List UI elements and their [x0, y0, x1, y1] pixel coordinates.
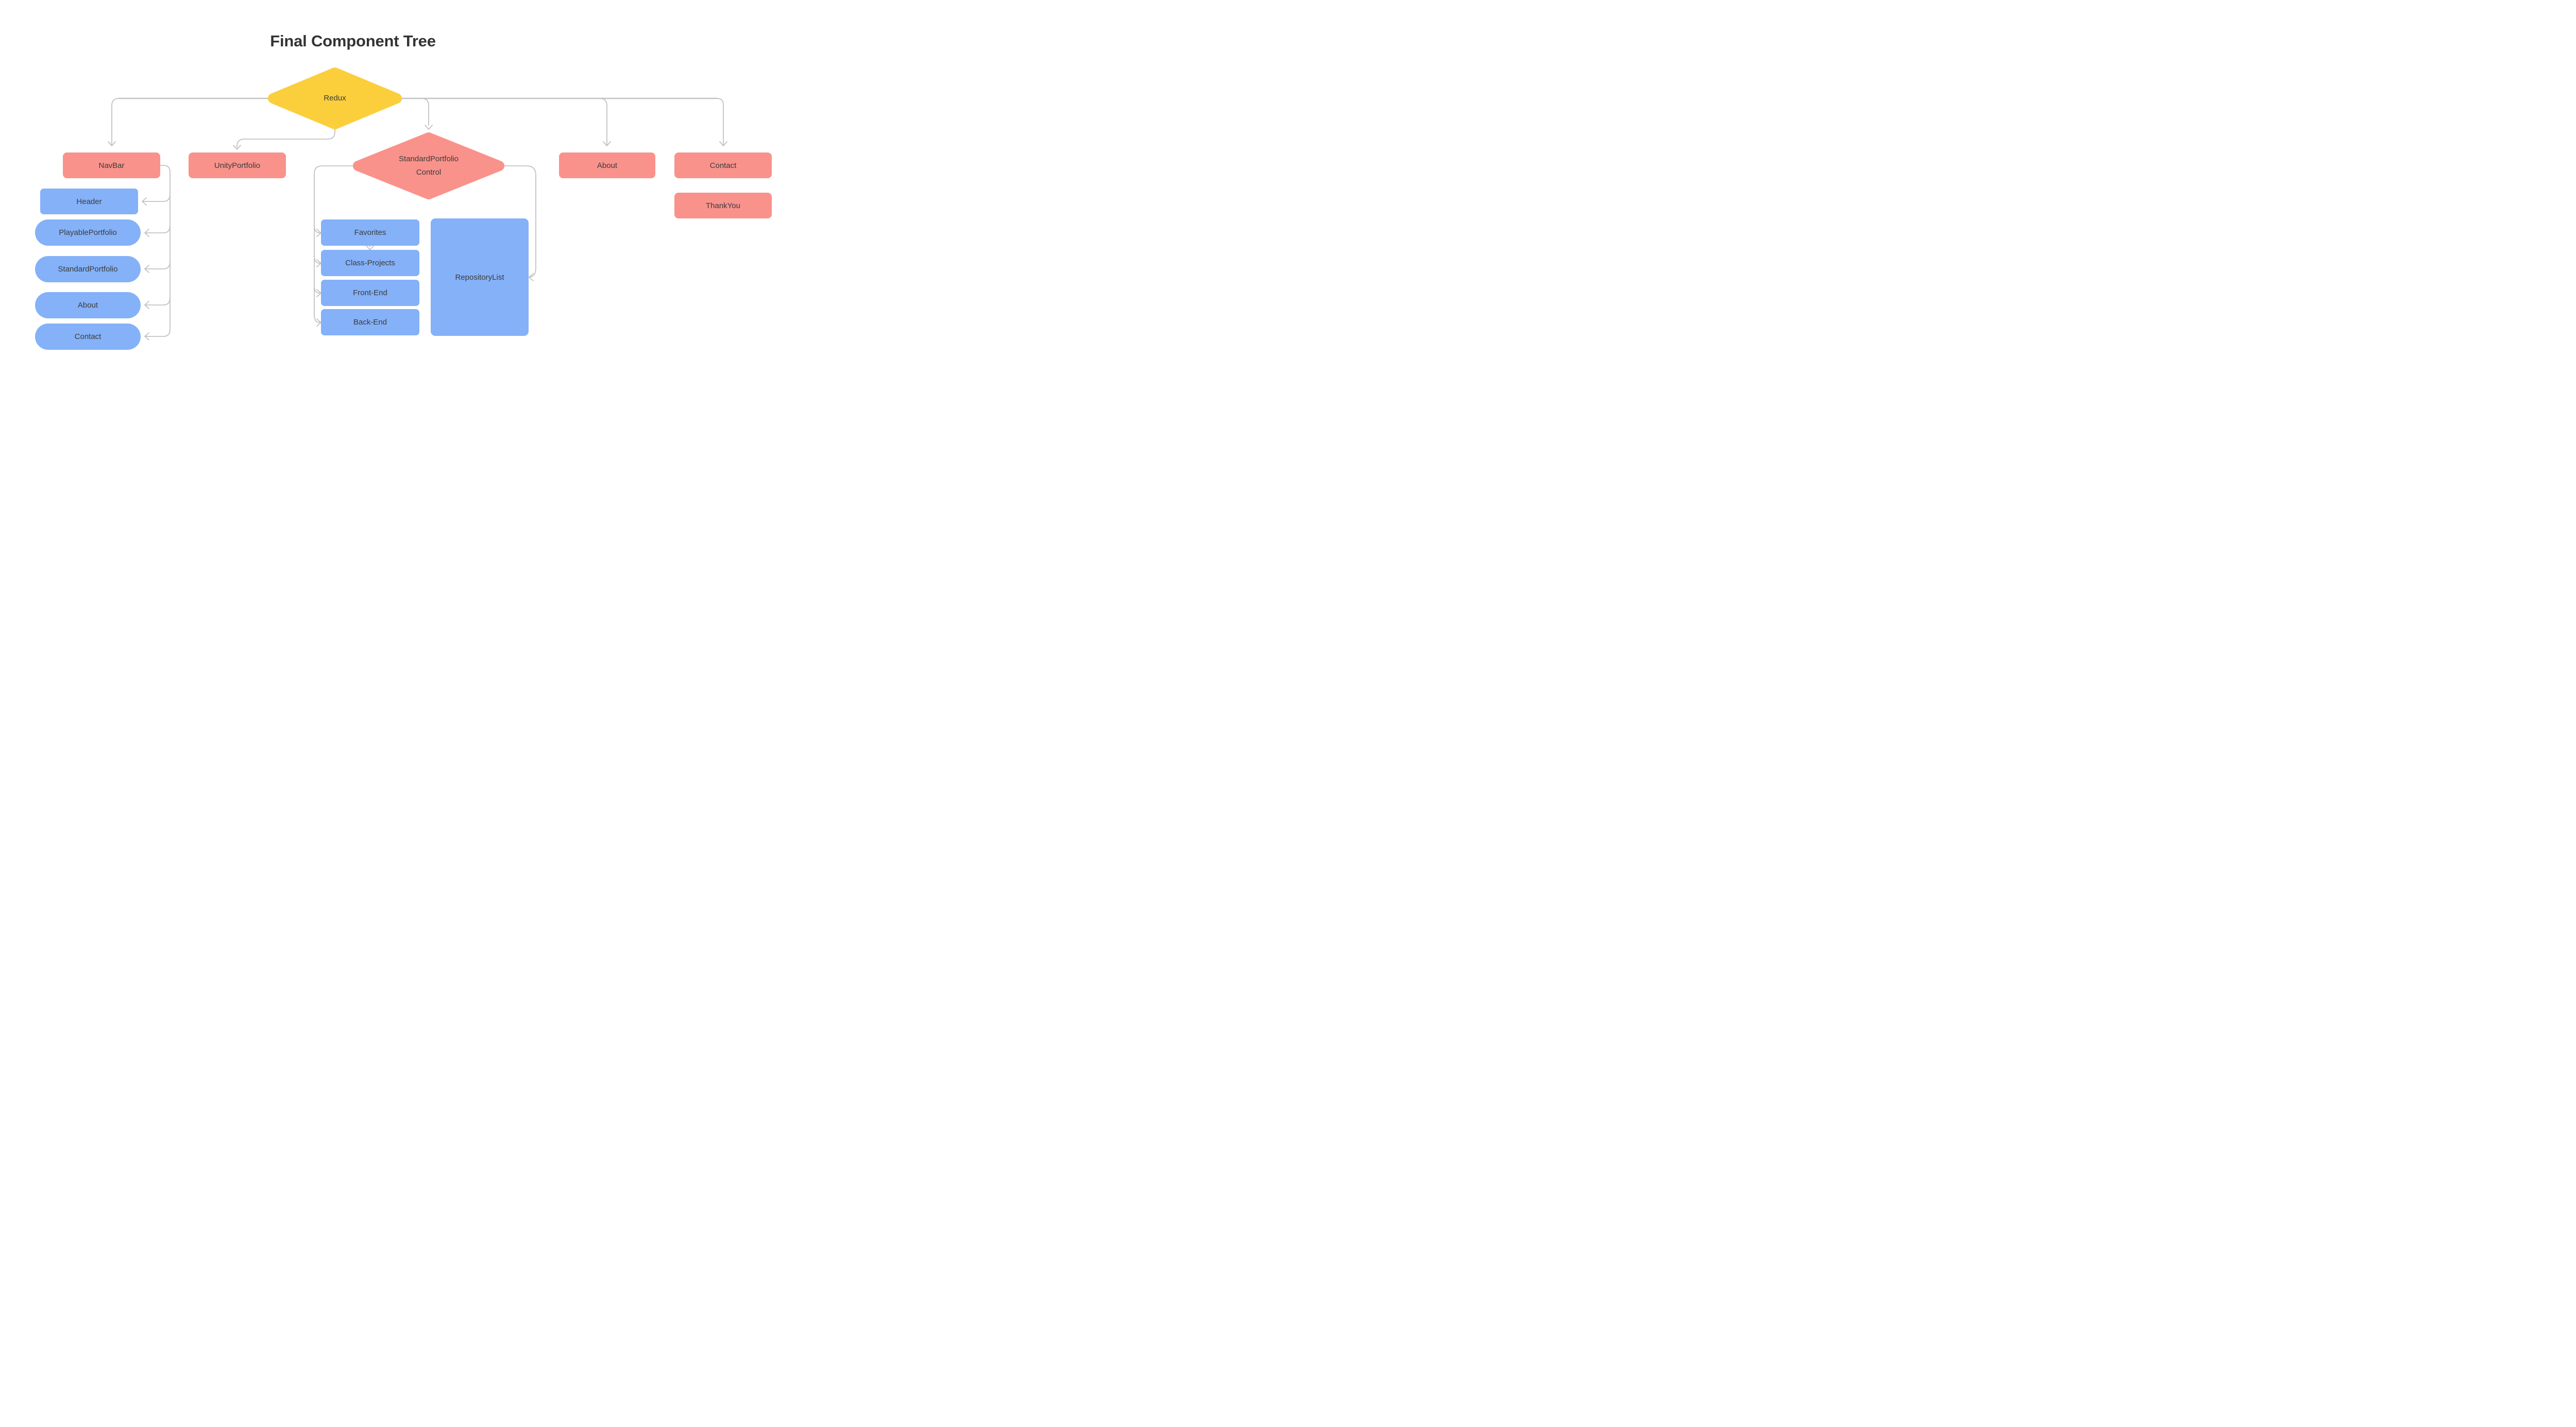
- connector-redux-to-contact: [717, 98, 727, 146]
- arrowhead-left-icon: [144, 229, 149, 237]
- connector-spc-to-backend: [314, 315, 321, 327]
- node-playableportfolio[interactable]: PlayablePortfolio: [35, 219, 141, 246]
- arrowhead-down-icon: [719, 141, 727, 146]
- connector-redux-to-unityportfolio: [233, 129, 335, 150]
- connector-navbar-to-header: [142, 194, 171, 206]
- arrowhead-left-icon: [144, 332, 149, 341]
- node-standardportfolio[interactable]: StandardPortfolio: [35, 256, 141, 282]
- diamond-shape: [353, 132, 504, 199]
- node-contact-nav[interactable]: Contact: [35, 324, 141, 350]
- node-class-projects[interactable]: Class-Projects: [321, 250, 419, 276]
- node-unityportfolio[interactable]: UnityPortfolio: [189, 152, 286, 178]
- connector-redux-to-navbar: [108, 97, 269, 146]
- arrowhead-left-icon: [144, 301, 149, 309]
- node-label: NavBar: [98, 161, 125, 170]
- connector-spc-to-favorites: [314, 225, 321, 237]
- node-redux[interactable]: Redux: [268, 67, 402, 129]
- arrowhead-down-icon: [425, 125, 433, 130]
- node-label: About: [77, 301, 98, 310]
- connector-redux-to-about: [599, 98, 611, 146]
- node-repositorylist[interactable]: RepositoryList: [431, 218, 529, 336]
- connector-navbar-to-standardportfolio: [144, 261, 171, 273]
- node-contact-page[interactable]: Contact: [674, 152, 772, 178]
- connector-spc-to-classprojects: [314, 256, 321, 267]
- node-back-end[interactable]: Back-End: [321, 309, 419, 335]
- connector-navbar-to-about-nav: [144, 297, 171, 309]
- node-label: Header: [76, 197, 102, 206]
- arrowhead-down-icon: [366, 245, 374, 250]
- node-about-nav[interactable]: About: [35, 292, 141, 318]
- arrowhead-right-icon: [316, 289, 321, 297]
- node-label: PlayablePortfolio: [59, 228, 117, 237]
- connector-spc-to-frontend: [314, 285, 321, 297]
- node-label: About: [597, 161, 618, 170]
- node-label: Back-End: [353, 318, 387, 327]
- node-thankyou[interactable]: ThankYou: [674, 193, 772, 218]
- node-label: RepositoryList: [455, 273, 504, 282]
- connector-navbar-rail: [160, 165, 171, 330]
- node-label: Front-End: [353, 288, 387, 297]
- connector-navbar-to-playableportfolio: [144, 225, 171, 237]
- node-standardportfoliocontrol[interactable]: StandardPortfolio Control: [353, 132, 504, 199]
- diamond-shape: [268, 67, 402, 129]
- node-favorites[interactable]: Favorites: [321, 219, 419, 246]
- node-label: Favorites: [354, 228, 386, 237]
- node-label: UnityPortfolio: [214, 161, 261, 170]
- node-label: Contact: [74, 332, 101, 341]
- node-header[interactable]: Header: [40, 189, 138, 214]
- arrowhead-down-icon: [108, 141, 116, 146]
- node-label: Contact: [709, 161, 737, 170]
- node-label: Redux: [324, 94, 346, 103]
- arrowhead-down-icon: [603, 141, 611, 146]
- arrowhead-right-icon: [316, 318, 321, 327]
- arrowhead-left-icon: [529, 273, 534, 281]
- arrowhead-down-icon: [233, 145, 241, 150]
- diagram-canvas: Final Component Tree: [0, 0, 808, 386]
- arrowhead-left-icon: [142, 197, 147, 206]
- node-about-page[interactable]: About: [559, 152, 655, 178]
- page-title: Final Component Tree: [270, 32, 436, 50]
- connector-redux-to-standardportfoliocontrol: [421, 98, 433, 130]
- node-navbar[interactable]: NavBar: [63, 152, 160, 178]
- node-front-end[interactable]: Front-End: [321, 280, 419, 306]
- arrowhead-left-icon: [144, 265, 149, 273]
- connector-favorites-to-classprojects: [366, 245, 374, 250]
- node-label: Class-Projects: [345, 259, 395, 267]
- node-label: StandardPortfolio Control: [399, 155, 459, 177]
- connector-navbar-to-contact-nav: [144, 329, 171, 341]
- arrowhead-right-icon: [316, 229, 321, 237]
- node-label: ThankYou: [705, 201, 740, 210]
- node-label: StandardPortfolio: [58, 265, 118, 274]
- arrowhead-right-icon: [316, 259, 321, 267]
